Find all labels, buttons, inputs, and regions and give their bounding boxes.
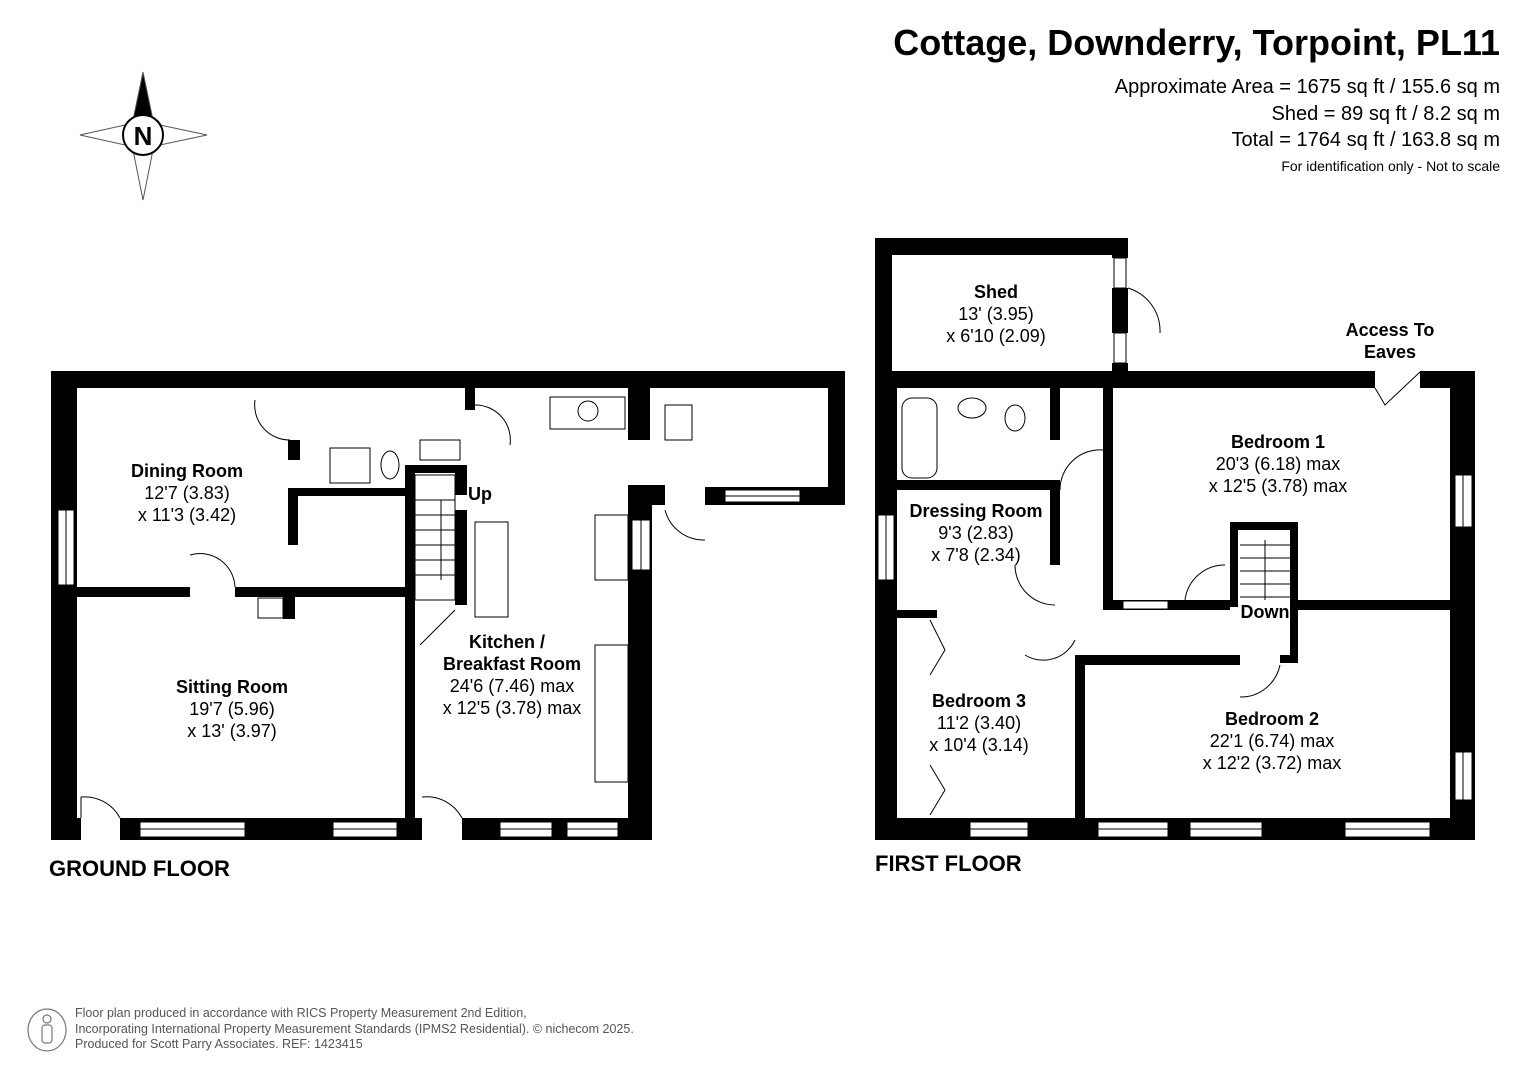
svg-text:Dressing Room: Dressing Room xyxy=(909,501,1042,521)
svg-text:x 12'2 (3.72) max: x 12'2 (3.72) max xyxy=(1203,753,1342,773)
svg-text:Bedroom 2: Bedroom 2 xyxy=(1225,709,1319,729)
svg-text:x 11'3 (3.42): x 11'3 (3.42) xyxy=(138,505,236,525)
room-dining: Dining Room 12'7 (3.83) x 11'3 (3.42) xyxy=(131,461,243,525)
shed-area: Shed = 89 sq ft / 8.2 sq m xyxy=(1271,102,1500,125)
area-summary: Approximate Area = 1675 sq ft / 155.6 sq… xyxy=(1115,74,1500,154)
person-icon xyxy=(27,1008,67,1052)
svg-text:Bedroom 1: Bedroom 1 xyxy=(1231,432,1325,452)
svg-text:13' (3.95): 13' (3.95) xyxy=(958,304,1033,324)
stairs-up-label: Up xyxy=(468,484,492,504)
compass-north-label: N xyxy=(134,121,153,151)
footer-line: Floor plan produced in accordance with R… xyxy=(75,1006,527,1020)
room-bedroom-3: Bedroom 3 11'2 (3.40) x 10'4 (3.14) xyxy=(929,691,1029,755)
svg-text:x 12'5 (3.78) max: x 12'5 (3.78) max xyxy=(1209,476,1348,496)
first-floor-doors xyxy=(929,287,1421,816)
svg-text:9'3 (2.83): 9'3 (2.83) xyxy=(938,523,1013,543)
svg-text:11'2 (3.40): 11'2 (3.40) xyxy=(937,713,1021,733)
room-kitchen: Kitchen / Breakfast Room 24'6 (7.46) max… xyxy=(443,632,582,718)
svg-text:Breakfast Room: Breakfast Room xyxy=(443,654,581,674)
svg-text:20'3 (6.18) max: 20'3 (6.18) max xyxy=(1216,454,1341,474)
scale-note: For identification only - Not to scale xyxy=(1281,158,1500,174)
ground-floor-doors xyxy=(80,399,706,819)
compass-icon: N xyxy=(79,71,208,201)
svg-text:24'6 (7.46) max: 24'6 (7.46) max xyxy=(450,676,575,696)
first-floor-windows xyxy=(877,257,1473,838)
svg-text:Kitchen /: Kitchen / xyxy=(469,632,545,652)
svg-text:12'7 (3.83): 12'7 (3.83) xyxy=(144,483,230,503)
svg-text:Sitting Room: Sitting Room xyxy=(176,677,288,697)
room-bedroom-1: Bedroom 1 20'3 (6.18) max x 12'5 (3.78) … xyxy=(1209,432,1348,496)
svg-text:x 12'5 (3.78) max: x 12'5 (3.78) max xyxy=(443,698,582,718)
footer-line: Produced for Scott Parry Associates. REF… xyxy=(75,1037,363,1051)
svg-text:x 6'10 (2.09): x 6'10 (2.09) xyxy=(946,326,1046,346)
approx-area: Approximate Area = 1675 sq ft / 155.6 sq… xyxy=(1114,76,1500,98)
property-title: Cottage, Downderry, Torpoint, PL11 xyxy=(893,22,1500,63)
ground-floor-label: GROUND FLOOR xyxy=(49,856,230,881)
svg-text:x 7'8 (2.34): x 7'8 (2.34) xyxy=(931,545,1020,565)
svg-text:Bedroom 3: Bedroom 3 xyxy=(932,691,1026,711)
svg-text:x 13' (3.97): x 13' (3.97) xyxy=(187,721,276,741)
stairs-down-label: Down xyxy=(1241,602,1290,622)
svg-text:x 10'4 (3.14): x 10'4 (3.14) xyxy=(929,735,1029,755)
first-floor-stairs xyxy=(1240,540,1290,600)
room-dressing: Dressing Room 9'3 (2.83) x 7'8 (2.34) xyxy=(909,501,1042,565)
first-floor-walls xyxy=(875,238,1475,840)
footer: Floor plan produced in accordance with R… xyxy=(75,1006,634,1053)
footer-line: Incorporating International Property Mea… xyxy=(75,1021,634,1036)
first-floor-label: FIRST FLOOR xyxy=(875,851,1022,876)
room-bedroom-2: Bedroom 2 22'1 (6.74) max x 12'2 (3.72) … xyxy=(1203,709,1342,773)
ground-floor-windows xyxy=(57,396,801,838)
ground-floor-stairs xyxy=(415,499,455,580)
svg-text:Eaves: Eaves xyxy=(1364,342,1416,362)
svg-text:19'7 (5.96): 19'7 (5.96) xyxy=(189,699,275,719)
room-shed: Shed 13' (3.95) x 6'10 (2.09) xyxy=(946,282,1046,346)
svg-text:Shed: Shed xyxy=(974,282,1018,302)
svg-text:Dining Room: Dining Room xyxy=(131,461,243,481)
access-to-eaves: Access To Eaves xyxy=(1346,320,1435,362)
room-sitting: Sitting Room 19'7 (5.96) x 13' (3.97) xyxy=(176,677,288,741)
svg-text:Access To: Access To xyxy=(1346,320,1435,340)
total-area: Total = 1764 sq ft / 163.8 sq m xyxy=(1231,129,1501,151)
svg-text:22'1 (6.74) max: 22'1 (6.74) max xyxy=(1210,731,1335,751)
